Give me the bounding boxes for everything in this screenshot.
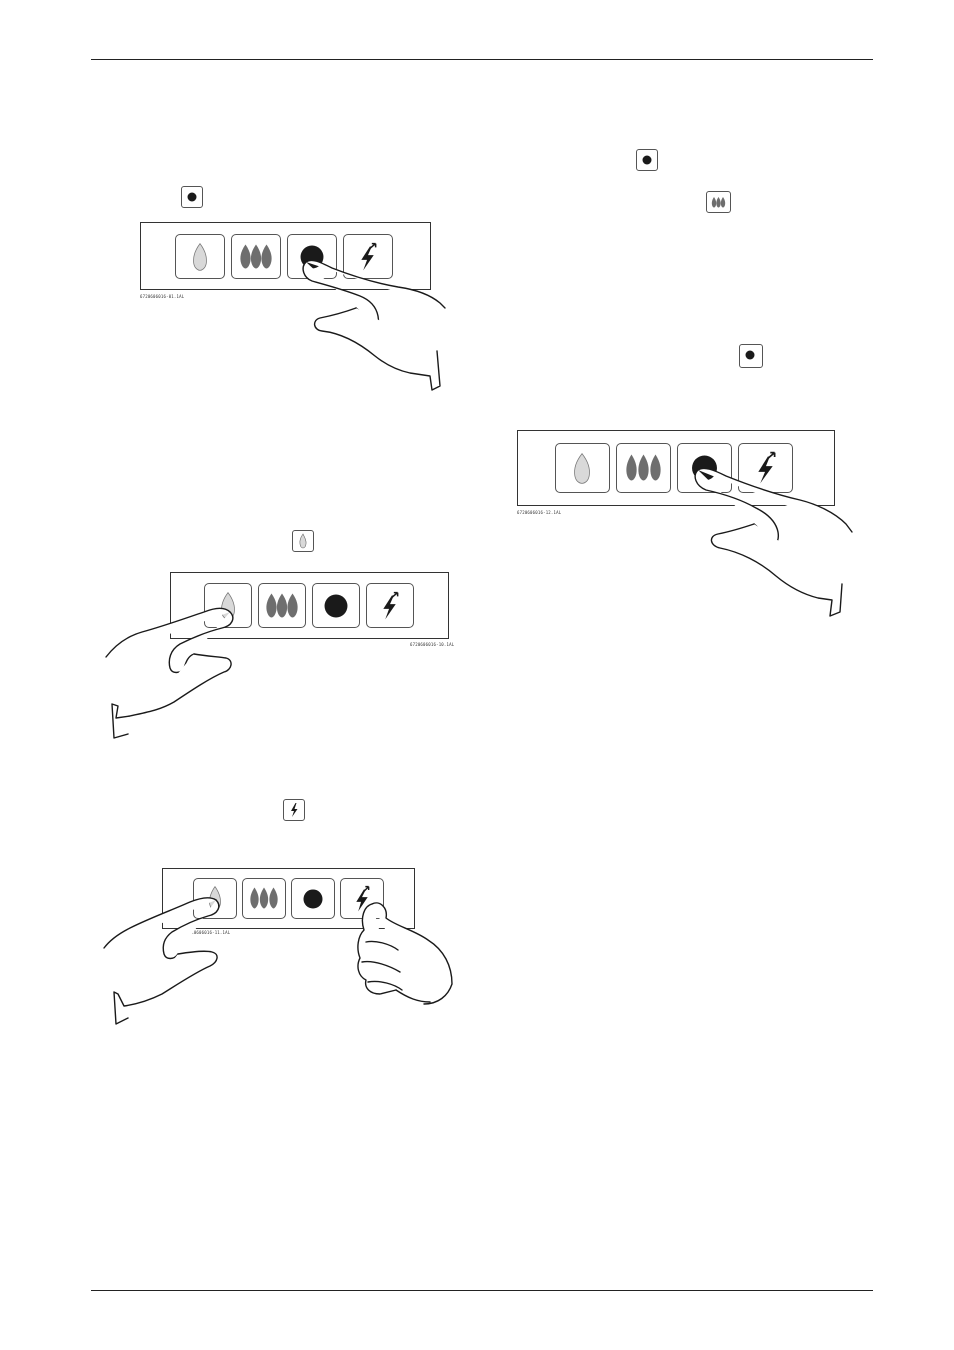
- pointing-hand-icon: [0, 0, 954, 1350]
